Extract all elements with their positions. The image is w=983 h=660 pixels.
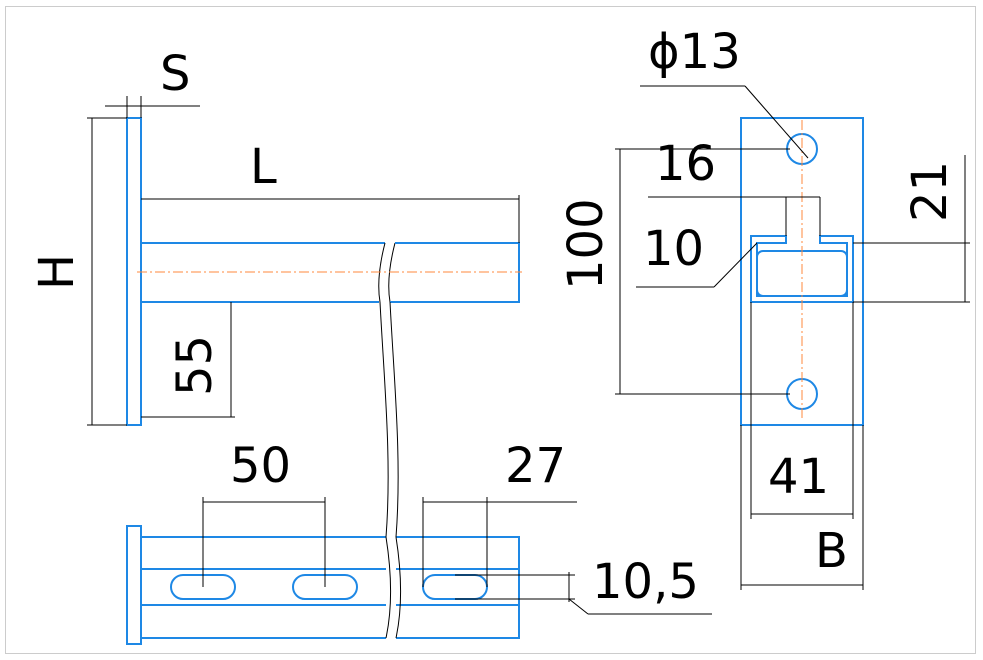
s-label: S bbox=[160, 46, 190, 102]
end-plate bbox=[740, 117, 864, 426]
16-label: 16 bbox=[655, 136, 716, 192]
top-rail-right bbox=[396, 536, 520, 639]
top-break-left bbox=[385, 536, 391, 639]
top-rail-left bbox=[141, 536, 386, 639]
10-label: 10 bbox=[643, 221, 704, 277]
phi-leader-diagonal bbox=[744, 85, 809, 159]
l-label: L bbox=[250, 139, 277, 195]
slot-3 bbox=[422, 574, 488, 600]
drawing-frame bbox=[5, 6, 976, 654]
break-link bbox=[379, 301, 399, 538]
10-5-leader bbox=[568, 598, 589, 615]
55-label: 55 bbox=[167, 335, 223, 396]
side-break-right bbox=[388, 242, 396, 303]
end-view: ϕ13 16 10 100 21 41 B bbox=[558, 24, 970, 590]
side-break-left bbox=[378, 242, 386, 303]
27-label: 27 bbox=[505, 438, 566, 494]
top-break-right bbox=[395, 536, 401, 639]
top-wall-plate bbox=[126, 525, 142, 645]
b-label: B bbox=[815, 523, 848, 579]
phi-label: ϕ13 bbox=[648, 24, 741, 80]
41-label: 41 bbox=[768, 449, 829, 505]
10-leader bbox=[713, 242, 758, 288]
21-label: 21 bbox=[902, 161, 958, 222]
side-arm-left bbox=[141, 242, 385, 303]
h-label: H bbox=[29, 254, 85, 290]
top-view: 50 27 10,5 bbox=[126, 301, 712, 645]
10-5-label: 10,5 bbox=[592, 554, 699, 610]
side-view: S L H 55 bbox=[29, 46, 522, 426]
100-label: 100 bbox=[558, 198, 614, 290]
50-label: 50 bbox=[230, 438, 291, 494]
